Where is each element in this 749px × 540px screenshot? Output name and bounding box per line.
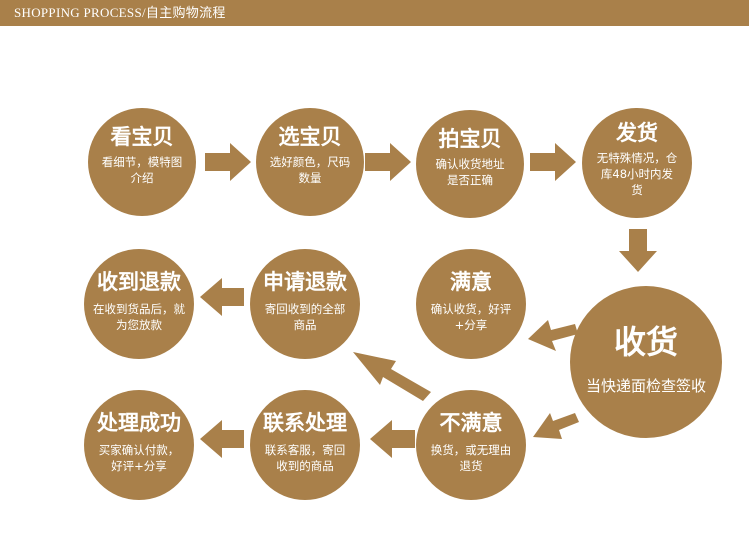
step-apply-refund-desc: 寄回收到的全部商品 (264, 302, 346, 332)
step-contact-desc: 联系客服，寄回收到的商品 (264, 443, 346, 473)
arrow-right-3 (530, 143, 576, 181)
step-browse-title: 看宝贝 (110, 125, 174, 149)
arrow-down (619, 229, 657, 272)
arrow-left-refund (200, 278, 244, 316)
step-done-title: 处理成功 (97, 411, 181, 435)
step-satisfied: 满意 确认收货，好评+分享 (416, 249, 526, 359)
step-refund-received: 收到退款 在收到货品后，就为您放款 (84, 249, 194, 359)
step-select-desc: 选好颜色，尺码数量 (269, 155, 351, 185)
step-unsatisfied: 不满意 换货，或无理由退货 (416, 390, 526, 500)
step-browse: 看宝贝 看细节，模特图介绍 (88, 108, 196, 216)
step-refund-received-title: 收到退款 (97, 270, 181, 294)
step-ship: 发货 无特殊情况，仓库48小时内发货 (582, 108, 692, 218)
step-unsatisfied-desc: 换货，或无理由退货 (430, 443, 512, 473)
arrow-right-1 (205, 143, 251, 181)
arrow-left-unsatisfied (533, 413, 579, 439)
arrow-left-done (200, 420, 244, 458)
arrow-left-contact (370, 420, 415, 458)
step-ship-title: 发货 (616, 121, 658, 145)
arrow-left-satisfied (528, 320, 578, 351)
step-buy: 拍宝贝 确认收货地址是否正确 (416, 110, 524, 218)
step-refund-received-desc: 在收到货品后，就为您放款 (93, 302, 185, 332)
step-select: 选宝贝 选好颜色，尺码数量 (256, 108, 364, 216)
step-receive: 收货 当快递面检查签收 (570, 286, 722, 438)
step-receive-desc: 当快递面检查签收 (585, 377, 706, 395)
step-buy-desc: 确认收货地址是否正确 (435, 157, 505, 187)
arrow-right-2 (365, 143, 411, 181)
step-receive-title: 收货 (613, 323, 678, 361)
step-apply-refund: 申请退款 寄回收到的全部商品 (250, 249, 360, 359)
step-contact-title: 联系处理 (263, 411, 347, 435)
step-select-title: 选宝贝 (278, 125, 342, 149)
header-bar: SHOPPING PROCESS/自主购物流程 (0, 0, 749, 26)
step-done: 处理成功 买家确认付款，好评+分享 (84, 390, 194, 500)
step-done-desc: 买家确认付款，好评+分享 (98, 443, 180, 473)
step-contact: 联系处理 联系客服，寄回收到的商品 (250, 390, 360, 500)
step-buy-title: 拍宝贝 (438, 127, 502, 151)
step-apply-refund-title: 申请退款 (263, 270, 347, 294)
step-satisfied-desc: 确认收货，好评+分享 (430, 302, 512, 332)
step-ship-desc: 无特殊情况，仓库48小时内发货 (596, 151, 678, 197)
arrow-diagonal (353, 352, 431, 401)
step-browse-desc: 看细节，模特图介绍 (101, 155, 183, 185)
step-satisfied-title: 满意 (450, 270, 492, 294)
step-unsatisfied-title: 不满意 (439, 411, 503, 435)
header-title: SHOPPING PROCESS/自主购物流程 (14, 5, 226, 20)
